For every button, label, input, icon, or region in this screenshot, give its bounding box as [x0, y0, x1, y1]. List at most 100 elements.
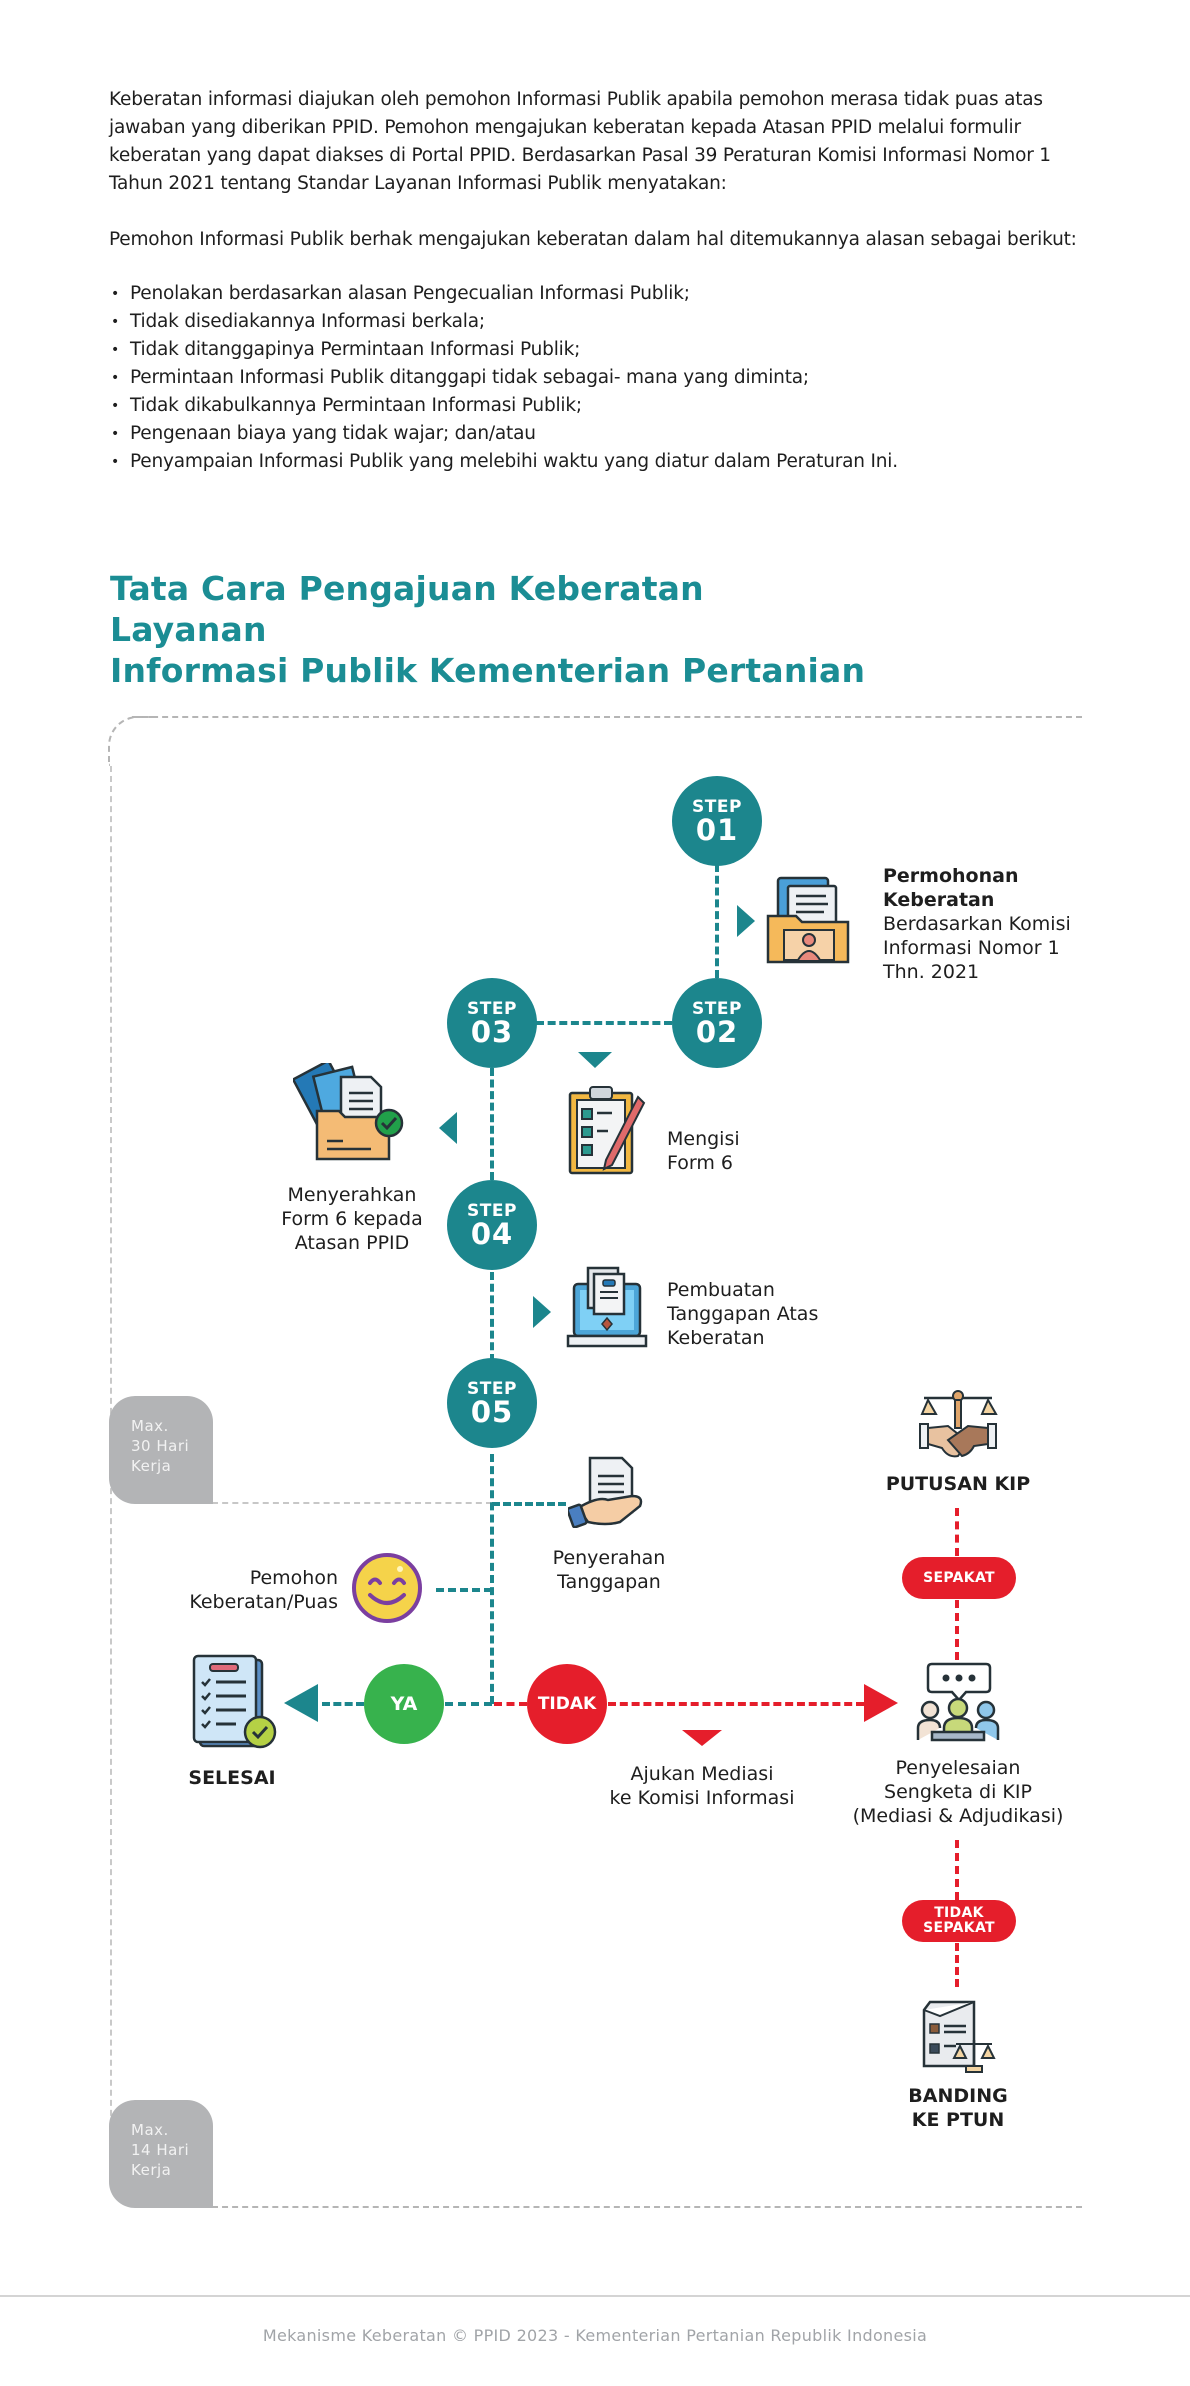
- step-04: STEP 04: [447, 1180, 537, 1270]
- permohonan-title: Permohonan: [883, 865, 1019, 887]
- step-label: STEP: [692, 797, 742, 817]
- penyerahan-text: Tanggapan: [557, 1571, 661, 1593]
- folder-person-icon: [766, 876, 850, 964]
- step-number: 01: [695, 813, 739, 847]
- pemohon-text: Keberatan/Puas: [189, 1591, 338, 1613]
- arrow-left-icon: [439, 1112, 457, 1144]
- pembuatan-text: Tanggapan Atas: [667, 1303, 819, 1325]
- permohonan-title: Keberatan: [883, 889, 995, 911]
- step-number: 05: [470, 1395, 514, 1429]
- banding-label: BANDING KE PTUN: [880, 2084, 1036, 2132]
- handshake-scale-icon: [919, 1390, 998, 1458]
- arrow-down-icon: [682, 1730, 722, 1746]
- penyerahan-label: Penyerahan Tanggapan: [534, 1546, 684, 1594]
- time-limit-text: Kerja: [131, 2161, 172, 2179]
- connector-tidak-sepakat-banding: [955, 1943, 959, 1987]
- arrow-right-icon: [864, 1684, 898, 1722]
- connector-penyelesaian-tidak-sepakat: [955, 1840, 959, 1900]
- tidak-sepakat-badge: TIDAK SEPAKAT: [902, 1900, 1016, 1942]
- mengisi-label: Mengisi Form 6: [667, 1127, 740, 1175]
- selesai-label: SELESAI: [188, 1767, 276, 1789]
- step-label: STEP: [467, 1201, 517, 1221]
- arrow-left-icon: [284, 1684, 318, 1722]
- connector-step4-step5: [490, 1272, 494, 1362]
- reason-item: Penyampaian Informasi Publik yang melebi…: [109, 448, 1094, 476]
- ajukan-mediasi-text: Ajukan Mediasi: [630, 1763, 774, 1785]
- intro-text: Keberatan informasi diajukan oleh pemoho…: [109, 86, 1094, 476]
- penyelesaian-text: Penyelesaian: [895, 1757, 1021, 1779]
- connector-step3-step4: [490, 1068, 494, 1180]
- pembuatan-label: Pembuatan Tanggapan Atas Keberatan: [667, 1278, 818, 1350]
- connector-putusan-sepakat: [955, 1508, 959, 1556]
- step-number: 03: [470, 1015, 514, 1049]
- document-scale-icon: [922, 2000, 996, 2073]
- pemohon-text: Pemohon: [249, 1567, 338, 1589]
- smiley-icon: [352, 1553, 422, 1623]
- reason-item: Permintaan Informasi Publik ditanggapi t…: [109, 364, 1094, 392]
- banding-text: BANDING: [908, 2085, 1008, 2107]
- step-03: STEP 03: [447, 978, 537, 1068]
- step-02: STEP 02: [672, 978, 762, 1068]
- arrow-right-icon: [533, 1296, 551, 1328]
- decision-tidak: TIDAK: [527, 1664, 607, 1744]
- step-number: 02: [695, 1015, 739, 1049]
- penyelesaian-text: Sengketa di KIP: [884, 1781, 1032, 1803]
- permohonan-desc: Informasi Nomor 1: [883, 937, 1060, 959]
- connector-tidak-left: [494, 1702, 527, 1706]
- time-limit-text: 14 Hari: [131, 2141, 190, 2159]
- meeting-icon: [916, 1662, 1000, 1742]
- connector-tidak-right: [608, 1702, 864, 1706]
- pembuatan-text: Pembuatan: [667, 1279, 775, 1301]
- intro-paragraph-2: Pemohon Informasi Publik berhak mengajuk…: [109, 229, 1077, 250]
- checklist-done-icon: [192, 1654, 277, 1749]
- frame-divider: [212, 1502, 492, 1504]
- connector-to-penyerahan: [492, 1502, 566, 1506]
- menyerahkan-text: Form 6 kepada: [281, 1208, 423, 1230]
- section-title: Tata Cara Pengajuan Keberatan Layanan In…: [110, 568, 870, 691]
- step-05: STEP 05: [447, 1358, 537, 1448]
- folder-check-icon: [293, 1063, 404, 1161]
- tidak-sepakat-text: SEPAKAT: [923, 1920, 995, 1936]
- intro-paragraph-1: Keberatan informasi diajukan oleh pemoho…: [109, 89, 1051, 194]
- section-title-line-2: Informasi Publik Kementerian Pertanian: [110, 651, 866, 690]
- ajukan-mediasi-label: Ajukan Mediasi ke Komisi Informasi: [590, 1762, 814, 1810]
- permohonan-desc: Thn. 2021: [883, 961, 980, 983]
- laptop-document-icon: [566, 1266, 648, 1348]
- time-limit-text: 30 Hari: [131, 1437, 190, 1455]
- step-label: STEP: [467, 1379, 517, 1399]
- reason-item: Pengenaan biaya yang tidak wajar; dan/at…: [109, 420, 1094, 448]
- connector-ya: [445, 1702, 492, 1706]
- connector-step5-decision: [490, 1454, 494, 1704]
- putusan-kip-label: PUTUSAN KIP: [885, 1473, 1031, 1495]
- permohonan-desc: Berdasarkan Komisi: [883, 913, 1071, 935]
- penyerahan-text: Penyerahan: [552, 1547, 666, 1569]
- pembuatan-text: Keberatan: [667, 1327, 765, 1349]
- arrow-down-icon: [578, 1052, 612, 1068]
- permohonan-label: Permohonan Keberatan Berdasarkan Komisi …: [883, 864, 1071, 984]
- tidak-sepakat-text: TIDAK: [934, 1905, 984, 1921]
- ajukan-mediasi-text: ke Komisi Informasi: [609, 1787, 795, 1809]
- banding-text: KE PTUN: [911, 2109, 1005, 2131]
- menyerahkan-label: Menyerahkan Form 6 kepada Atasan PPID: [266, 1183, 438, 1255]
- sepakat-badge: SEPAKAT: [902, 1557, 1016, 1599]
- time-limit-30-days: Max. 30 Hari Kerja: [109, 1396, 213, 1504]
- connector-sepakat-penyelesaian: [955, 1600, 959, 1660]
- section-title-line-1: Tata Cara Pengajuan Keberatan Layanan: [110, 569, 704, 649]
- step-label: STEP: [467, 999, 517, 1019]
- penyelesaian-label: Penyelesaian Sengketa di KIP (Mediasi & …: [838, 1756, 1078, 1828]
- time-limit-text: Kerja: [131, 1457, 172, 1475]
- menyerahkan-text: Menyerahkan: [287, 1184, 417, 1206]
- frame-corner: [108, 716, 158, 766]
- connector-step2-step3: [536, 1021, 672, 1025]
- clipboard-checklist-icon: [568, 1086, 646, 1175]
- frame-bottom-border: [212, 2206, 1082, 2208]
- step-label: STEP: [692, 999, 742, 1019]
- hand-document-icon: [568, 1456, 643, 1528]
- connector-step1-step2: [715, 864, 719, 978]
- time-limit-text: Max.: [131, 2121, 169, 2139]
- decision-ya: YA: [364, 1664, 444, 1744]
- pemohon-puas-label: Pemohon Keberatan/Puas: [160, 1566, 338, 1614]
- footer-divider: [0, 2295, 1190, 2297]
- frame-top-border: [132, 716, 1082, 718]
- reason-item: Tidak disediakannya Informasi berkala;: [109, 308, 1094, 336]
